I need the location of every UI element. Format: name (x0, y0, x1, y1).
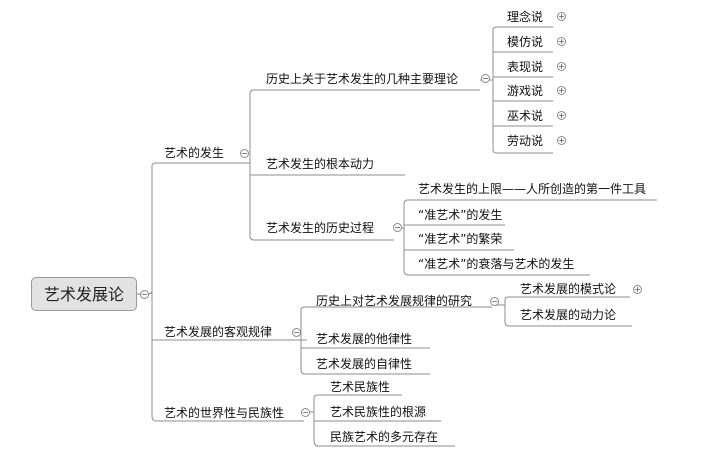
collapse-toggle-icon[interactable] (490, 297, 499, 306)
expand-toggle-icon[interactable] (557, 136, 566, 145)
leaf-node[interactable]: 艺术发展的动力论 (520, 308, 617, 322)
leaf-node[interactable]: “准艺术”的繁荣 (418, 232, 503, 246)
leaf-node[interactable]: “准艺术”的发生 (418, 208, 503, 222)
leaf-node[interactable]: 艺术民族性 (330, 380, 391, 394)
leaf-node[interactable]: 巫术说 (507, 109, 544, 123)
topic-node-research[interactable]: 历史上对艺术发展规律的研究 (316, 294, 473, 308)
root-node[interactable]: 艺术发展论 (31, 277, 137, 311)
expand-toggle-icon[interactable] (557, 37, 566, 46)
leaf-node[interactable]: 劳动说 (507, 134, 544, 148)
leaf-node[interactable]: 艺术发生的上限——人所创造的第一件工具 (418, 182, 647, 196)
branch-node-origin[interactable]: 艺术的发生 (164, 146, 225, 160)
collapse-toggle-icon[interactable] (140, 290, 149, 299)
leaf-node[interactable]: 表现说 (507, 60, 544, 74)
topic-node-heteronomy[interactable]: 艺术发展的他律性 (316, 332, 413, 346)
expand-toggle-icon[interactable] (557, 111, 566, 120)
leaf-node[interactable]: 民族艺术的多元存在 (330, 430, 439, 444)
collapse-toggle-icon[interactable] (301, 408, 310, 417)
collapse-toggle-icon[interactable] (481, 74, 490, 83)
expand-toggle-icon[interactable] (557, 86, 566, 95)
leaf-node[interactable]: 艺术民族性的根源 (330, 405, 427, 419)
expand-toggle-icon[interactable] (633, 285, 642, 294)
expand-toggle-icon[interactable] (557, 12, 566, 21)
leaf-node[interactable]: 模仿说 (507, 35, 544, 49)
collapse-toggle-icon[interactable] (393, 223, 402, 232)
leaf-node[interactable]: “准艺术”的衰落与艺术的发生 (418, 257, 575, 271)
expand-toggle-icon[interactable] (557, 62, 566, 71)
collapse-toggle-icon[interactable] (240, 149, 249, 158)
leaf-node[interactable]: 游戏说 (507, 84, 544, 98)
leaf-node[interactable]: 理念说 (507, 10, 544, 24)
topic-node-driving-force[interactable]: 艺术发生的根本动力 (266, 157, 375, 171)
branch-node-nationality[interactable]: 艺术的世界性与民族性 (164, 406, 285, 420)
topic-node-autonomy[interactable]: 艺术发展的自律性 (316, 357, 413, 371)
branch-node-laws[interactable]: 艺术发展的客观规律 (164, 325, 273, 339)
collapse-toggle-icon[interactable] (292, 328, 301, 337)
topic-node-theories[interactable]: 历史上关于艺术发生的几种主要理论 (266, 72, 459, 86)
topic-node-historical-process[interactable]: 艺术发生的历史过程 (266, 221, 375, 235)
leaf-node[interactable]: 艺术发展的模式论 (520, 282, 617, 296)
